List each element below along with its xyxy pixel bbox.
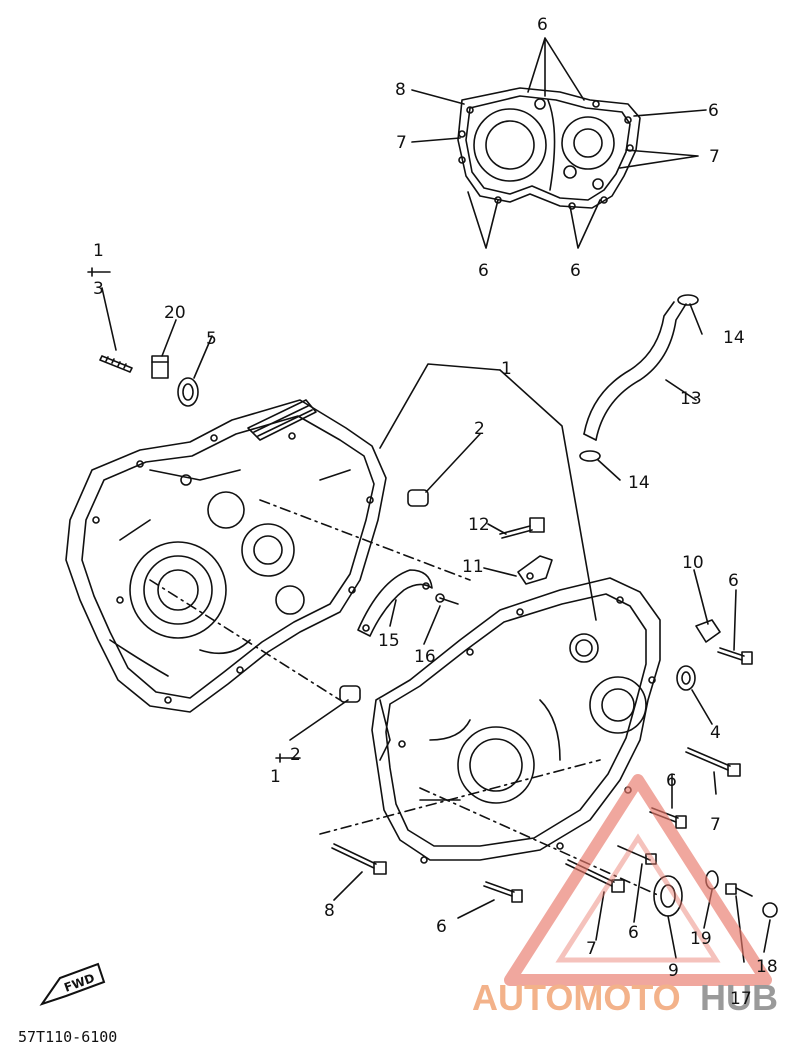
callout-7: 7 bbox=[396, 133, 407, 153]
callout-5: 5 bbox=[206, 329, 217, 349]
automotohub-watermark: AUTOMOTO HUB bbox=[472, 774, 778, 1018]
left-crankcase-half bbox=[65, 399, 387, 713]
watermark-text-part1: AUTOMOTO bbox=[472, 977, 681, 1018]
callout-16: 16 bbox=[414, 647, 436, 667]
small-parts bbox=[99, 294, 778, 918]
callout-12: 12 bbox=[468, 515, 490, 535]
inset-gasket-view bbox=[411, 37, 707, 249]
callout-3: 3 bbox=[93, 279, 104, 299]
callout-11: 11 bbox=[462, 557, 484, 577]
part-code: 57T110-6100 bbox=[18, 1028, 117, 1046]
callout-14: 14 bbox=[628, 473, 650, 493]
callout-14: 14 bbox=[723, 328, 745, 348]
callout-6: 6 bbox=[478, 261, 489, 281]
callout-4: 4 bbox=[710, 723, 721, 743]
callout-6: 6 bbox=[728, 571, 739, 591]
callout-6: 6 bbox=[436, 917, 447, 937]
callout-6: 6 bbox=[666, 771, 677, 791]
callout-7: 7 bbox=[710, 815, 721, 835]
fwd-arrow-icon: FWD bbox=[39, 962, 106, 1006]
callout-8: 8 bbox=[324, 901, 335, 921]
callout-7: 7 bbox=[709, 147, 720, 167]
callout-6: 6 bbox=[537, 15, 548, 35]
callout-10: 10 bbox=[682, 553, 704, 573]
callout-6: 6 bbox=[628, 923, 639, 943]
callout-1: 1 bbox=[501, 359, 512, 379]
callout-6: 6 bbox=[708, 101, 719, 121]
callout-20: 20 bbox=[164, 303, 186, 323]
callout-2: 2 bbox=[474, 419, 485, 439]
callout-7: 7 bbox=[586, 939, 597, 959]
callout-6: 6 bbox=[570, 261, 581, 281]
callout-18: 18 bbox=[756, 957, 778, 977]
callout-2: 2 bbox=[290, 745, 301, 765]
callout-1: 1 bbox=[93, 241, 104, 261]
leader-lines bbox=[101, 287, 771, 963]
callout-9: 9 bbox=[668, 961, 679, 981]
callout-1: 1 bbox=[270, 767, 281, 787]
callout-19: 19 bbox=[690, 929, 712, 949]
callout-labels: 6 8 6 7 7 6 6 1 3 20 5 14 1 13 2 14 12 1… bbox=[93, 15, 778, 1009]
right-crankcase-half bbox=[371, 577, 661, 864]
callout-8: 8 bbox=[395, 80, 406, 100]
callout-17: 17 bbox=[730, 989, 752, 1009]
callout-13: 13 bbox=[680, 389, 702, 409]
watermark-text-part2: HUB bbox=[700, 977, 778, 1018]
callout-15: 15 bbox=[378, 631, 400, 651]
